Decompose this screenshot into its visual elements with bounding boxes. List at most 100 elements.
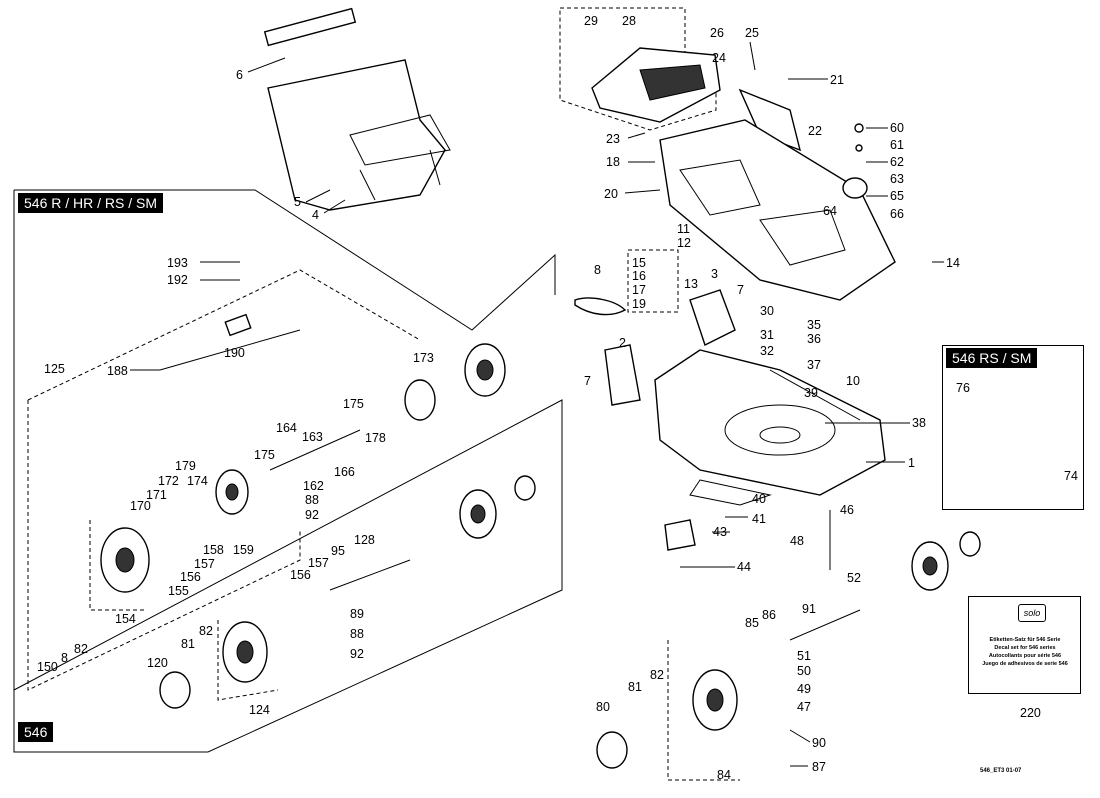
part-label-155: 155 (168, 584, 189, 598)
part-label-164: 164 (276, 421, 297, 435)
part-label-175: 175 (343, 397, 364, 411)
part-label-66: 66 (890, 207, 904, 221)
part-label-4: 4 (312, 208, 319, 222)
part-label-163: 163 (302, 430, 323, 444)
part-label-87: 87 (812, 760, 826, 774)
part-label-88-b: 88 (350, 627, 364, 641)
part-label-91: 91 (802, 602, 816, 616)
part-label-64: 64 (823, 204, 837, 218)
part-label-188: 188 (107, 364, 128, 378)
part-label-170: 170 (130, 499, 151, 513)
part-label-86: 86 (762, 608, 776, 622)
part-label-173: 173 (413, 351, 434, 365)
part-label-52: 52 (847, 571, 861, 585)
part-label-175-b: 175 (254, 448, 275, 462)
part-label-37: 37 (807, 358, 821, 372)
part-label-46: 46 (840, 503, 854, 517)
section-tag-546-rs-sm: 546 RS / SM (946, 348, 1038, 368)
part-label-38: 38 (912, 416, 926, 430)
part-label-157-b: 157 (308, 556, 329, 570)
part-label-15: 15 (632, 256, 646, 270)
part-label-90: 90 (812, 736, 826, 750)
part-label-22: 22 (808, 124, 822, 138)
part-label-190: 190 (224, 346, 245, 360)
part-label-220: 220 (1020, 706, 1041, 720)
part-label-82-c: 82 (199, 624, 213, 638)
part-label-21: 21 (830, 73, 844, 87)
part-label-18: 18 (606, 155, 620, 169)
part-label-81-b: 81 (181, 637, 195, 651)
part-label-65: 65 (890, 189, 904, 203)
part-label-10: 10 (846, 374, 860, 388)
part-label-19: 19 (632, 297, 646, 311)
part-label-120: 120 (147, 656, 168, 670)
part-label-24: 24 (712, 51, 726, 65)
part-label-28: 28 (622, 14, 636, 28)
part-label-174: 174 (187, 474, 208, 488)
top-cover-drawing (591, 47, 896, 301)
section-tag-546-r-hr-rs-sm: 546 R / HR / RS / SM (18, 193, 164, 213)
part-label-61: 61 (890, 138, 904, 152)
part-label-156: 156 (180, 570, 201, 584)
part-label-31: 31 (760, 328, 774, 342)
part-label-128: 128 (354, 533, 375, 547)
part-label-8: 8 (594, 263, 601, 277)
part-label-44: 44 (737, 560, 751, 574)
part-label-172: 172 (158, 474, 179, 488)
part-label-158: 158 (203, 543, 224, 557)
grass-catcher-drawing (263, 7, 451, 211)
decal-kit-box (968, 596, 1081, 694)
inset-panel-546-rs-sm (942, 345, 1084, 510)
part-label-5: 5 (294, 195, 301, 209)
part-label-179: 179 (175, 459, 196, 473)
part-label-49: 49 (797, 682, 811, 696)
part-label-89: 89 (350, 607, 364, 621)
part-label-82-b: 82 (74, 642, 88, 656)
part-label-41: 41 (752, 512, 766, 526)
part-label-6: 6 (236, 68, 243, 82)
part-label-8-b: 8 (61, 651, 68, 665)
part-label-11: 11 (677, 222, 690, 236)
part-label-80: 80 (596, 700, 610, 714)
part-label-32: 32 (760, 344, 774, 358)
part-label-81: 81 (628, 680, 642, 694)
wheels-drawing (100, 343, 981, 769)
part-label-92: 92 (305, 508, 319, 522)
part-label-159: 159 (233, 543, 254, 557)
part-label-13: 13 (684, 277, 698, 291)
part-label-29: 29 (584, 14, 598, 28)
part-label-20: 20 (604, 187, 618, 201)
part-label-193: 193 (167, 256, 188, 270)
part-label-16: 16 (632, 269, 646, 283)
part-label-36: 36 (807, 332, 821, 346)
part-label-88: 88 (305, 493, 319, 507)
part-label-30: 30 (760, 304, 774, 318)
part-label-125: 125 (44, 362, 65, 376)
part-label-156-b: 156 (290, 568, 311, 582)
part-label-50: 50 (797, 664, 811, 678)
part-label-2: 2 (619, 336, 626, 350)
part-label-48: 48 (790, 534, 804, 548)
part-label-166: 166 (334, 465, 355, 479)
part-label-85: 85 (745, 616, 759, 630)
part-label-76: 76 (956, 381, 970, 395)
part-label-39: 39 (804, 386, 818, 400)
decal-kit-text: Etiketten-Satz für 546 Serie Decal set f… (982, 637, 1068, 667)
part-label-3: 3 (711, 267, 718, 281)
part-label-43: 43 (713, 525, 727, 539)
part-label-62: 62 (890, 155, 904, 169)
part-label-60: 60 (890, 121, 904, 135)
part-label-92-b: 92 (350, 647, 364, 661)
part-label-12: 12 (677, 236, 691, 250)
part-label-47: 47 (797, 700, 811, 714)
section-outlines (13, 7, 740, 781)
part-label-150: 150 (37, 660, 58, 674)
solo-logo: solo (1018, 604, 1046, 622)
part-label-17: 17 (632, 283, 646, 297)
part-label-178: 178 (365, 431, 386, 445)
mower-deck-drawing (574, 289, 886, 551)
part-label-14: 14 (946, 256, 960, 270)
leader-lines (130, 41, 1062, 767)
part-label-51: 51 (797, 649, 811, 663)
part-label-26: 26 (710, 26, 724, 40)
